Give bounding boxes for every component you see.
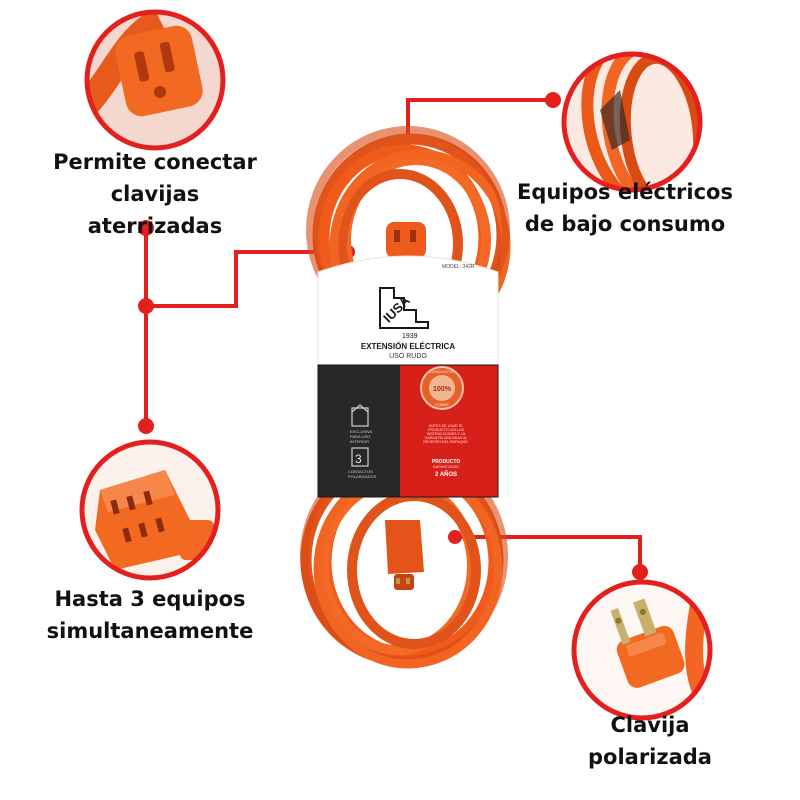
connector-polarized-plug [455,535,642,572]
outlets-icon-box [351,447,369,467]
plug-end [385,520,424,590]
instructions-4: GARANTÍA UBICADAS AL [425,436,468,440]
callout-polarized-plug [571,579,713,721]
extension-cord-product [300,126,511,669]
model-label: MODEL: 342R [442,264,475,270]
caption-grounded-plugs: Permite conectar clavijas aterrizadas [40,146,270,242]
caption-polarized-plug: Clavija polarizada [545,709,755,773]
copper-seal [420,366,464,410]
caption-low-consumption: Equipos eléctricos de bajo consumo [505,176,745,240]
seal-ring-top: CONDUCTOR [429,369,455,374]
caption-low-consumption-line1: Equipos eléctricos [517,180,733,204]
seal-percent: 100% [433,386,452,393]
caption-low-consumption-line2: de bajo consumo [524,212,726,236]
connector-left-branch [146,250,348,308]
three-prong-socket-icon [115,25,203,117]
product-title: EXTENSIÓN ELÉCTRICA [361,342,455,351]
caption-grounded-plugs-line1: Permite conectar [53,150,257,174]
instructions-5: REVERSO DEL EMPAQUE. [423,440,468,444]
caption-three-devices: Hasta 3 equipos simultaneamente [40,583,260,647]
callout-grounded-plugs [84,9,226,151]
warranty-2: GARANTIZADO [433,465,459,469]
indoor-label-2: PARA USO [350,434,370,439]
package-band [317,255,499,498]
indoor-label-3: INTERIOR [350,439,369,444]
caption-three-devices-line1: Hasta 3 equipos [54,587,246,611]
indoor-label-1: EXCLUSIVA [350,429,372,434]
instructions-1: ANTES DE USAR EL [429,424,463,428]
caption-three-devices-line2: simultaneamente [46,619,254,643]
callout-low-consumption [561,51,703,193]
warranty-1: PRODUCTO [432,459,461,465]
caption-polarized-plug-line1: Clavija polarizada [588,713,712,769]
socket-end [386,222,426,258]
callout-three-devices [79,439,221,581]
brand-year: 1939 [402,333,418,340]
outlets-label-2: POLARIZADOS [348,474,377,479]
outlets-number: 3 [355,452,362,466]
outlets-label-1: CONTACTOS [348,469,373,474]
product-subtitle: USO RUDO [389,353,427,360]
polarized-plug-icon [610,598,685,688]
caption-grounded-plugs-line2: clavijas aterrizadas [87,182,223,238]
indoor-icon [351,404,369,427]
warranty-3: 2 AÑOS [435,471,457,478]
iusa-logo [379,287,429,329]
instructions-3: INSTRUCCIONES Y LA [427,432,466,436]
seal-ring-bottom: COBRE [435,402,450,407]
instructions-2: PRODUCTO LEA LAS [428,428,464,432]
